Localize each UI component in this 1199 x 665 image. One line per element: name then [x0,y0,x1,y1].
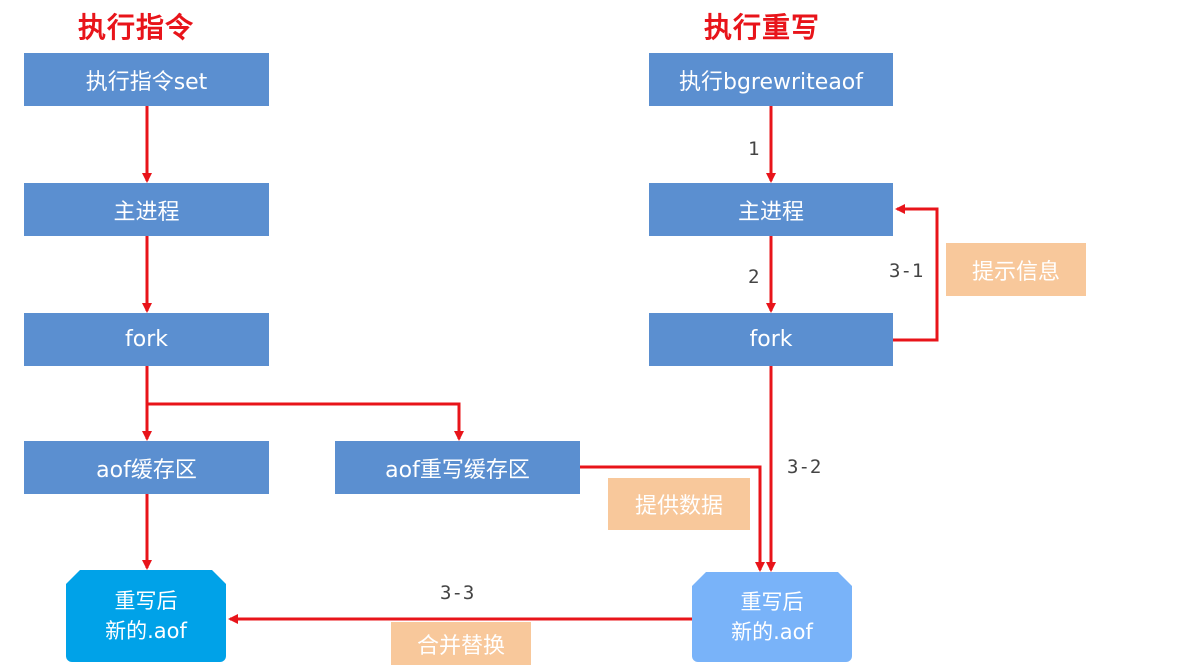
right-fork-box: fork [649,313,893,366]
merge-replace-note: 合并替换 [391,622,531,665]
aof-buffer-box: aof缓存区 [24,441,269,494]
left-title: 执行指令 [78,11,195,44]
step-label-3-2: 3-2 [787,456,822,478]
step-label-1: 1 [748,138,760,160]
exec-set-box: 执行指令set [24,53,269,106]
provide-data-note: 提供数据 [608,478,750,530]
arrow-step-3-1 [893,204,939,342]
step-label-3-3: 3-3 [440,582,475,604]
exec-bgrewriteaof-box: 执行bgrewriteaof [649,53,893,106]
right-new-aof-file: 重写后 新的.aof [692,572,852,662]
right-main-process-box: 主进程 [649,183,893,236]
left-file-line2: 新的.aof [105,619,187,643]
aof-rewrite-buffer-box: aof重写缓存区 [335,441,580,494]
right-file-line2: 新的.aof [731,620,813,644]
right-file-line1: 重写后 [740,590,804,614]
left-main-process-box: 主进程 [24,183,269,236]
prompt-info-note: 提示信息 [946,243,1086,296]
step-label-3-1: 3-1 [889,260,924,282]
arrow-provide-data [580,465,765,572]
arrow-fork-to-rewrite-buffer [147,402,464,441]
right-title: 执行重写 [704,11,821,44]
left-file-line1: 重写后 [114,589,178,613]
left-fork-box: fork [24,313,269,366]
left-new-aof-file: 重写后 新的.aof [66,570,226,662]
step-label-2: 2 [748,266,760,288]
